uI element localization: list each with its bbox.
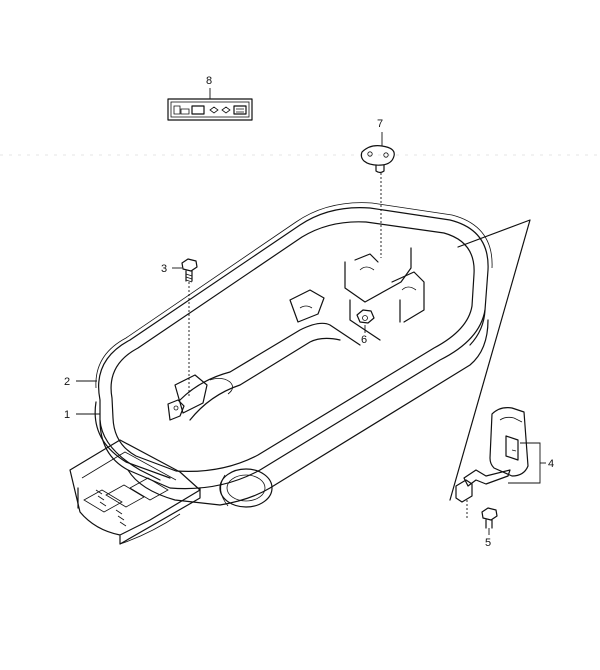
screw-part-5[interactable] xyxy=(481,507,498,529)
callout-1: 1 xyxy=(64,409,70,421)
leader-4 xyxy=(508,442,541,484)
detail-pointer xyxy=(449,219,531,501)
callout-6: 6 xyxy=(361,334,367,346)
plate-part-7[interactable] xyxy=(360,145,395,174)
decal-label-part-8[interactable] xyxy=(167,98,253,121)
callout-2: 2 xyxy=(64,376,70,388)
callout-4: 4 xyxy=(548,458,554,470)
seal-part-2[interactable] xyxy=(95,202,493,389)
nut-part-6[interactable] xyxy=(356,309,375,324)
bracket-part-4[interactable] xyxy=(455,407,529,503)
callout-3: 3 xyxy=(161,263,167,275)
callout-7: 7 xyxy=(377,118,383,130)
callout-8: 8 xyxy=(206,75,212,87)
bolt-part-3[interactable] xyxy=(181,258,198,283)
lower-cowling-part-1[interactable] xyxy=(69,207,489,545)
callout-5: 5 xyxy=(485,537,491,549)
